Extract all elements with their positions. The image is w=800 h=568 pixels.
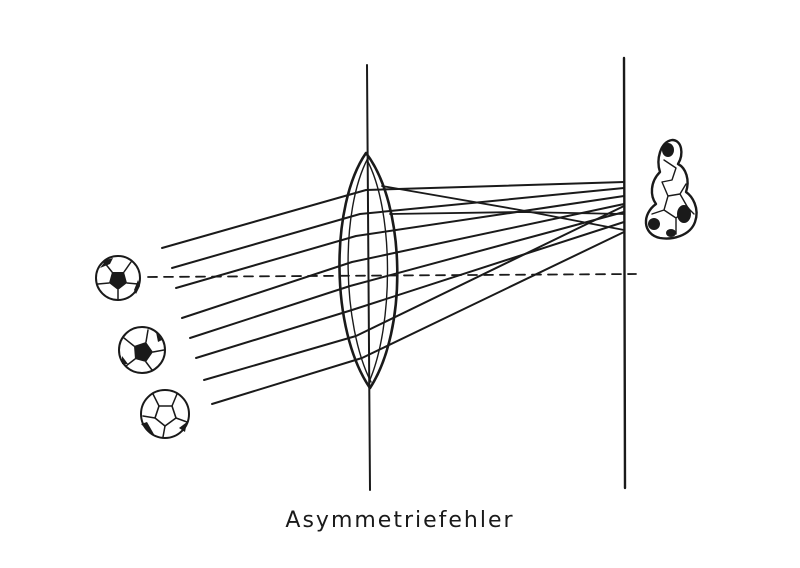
image-screen-line xyxy=(622,56,627,490)
light-ray xyxy=(389,211,625,215)
light-ray xyxy=(171,187,625,269)
light-ray xyxy=(203,205,625,381)
light-ray xyxy=(161,181,625,249)
light-ray xyxy=(195,221,625,359)
soccer-ball-icon xyxy=(140,389,190,439)
lens-axis-line xyxy=(366,64,371,491)
light-ray xyxy=(181,203,625,319)
distorted-ball-image xyxy=(644,138,698,240)
light-rays xyxy=(161,181,625,405)
caption-label: Asymmetriefehler xyxy=(285,508,515,533)
light-ray xyxy=(381,185,625,231)
light-ray xyxy=(175,195,625,289)
soccer-ball-icon xyxy=(118,326,166,374)
soccer-ball-icon xyxy=(95,255,141,301)
light-ray xyxy=(211,231,625,405)
light-ray xyxy=(189,211,625,339)
